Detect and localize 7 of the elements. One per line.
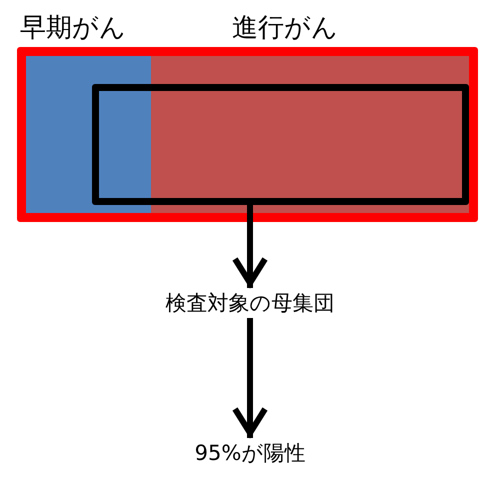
band-heading: 早期がん	[20, 12, 126, 44]
arrow	[232, 318, 268, 438]
flow-text: 検査対象の母集団	[130, 288, 370, 318]
selection-frame	[92, 84, 469, 205]
result-text: 95%が陽性	[130, 438, 370, 468]
band-heading: 進行がん	[232, 12, 338, 44]
arrow	[232, 205, 268, 288]
